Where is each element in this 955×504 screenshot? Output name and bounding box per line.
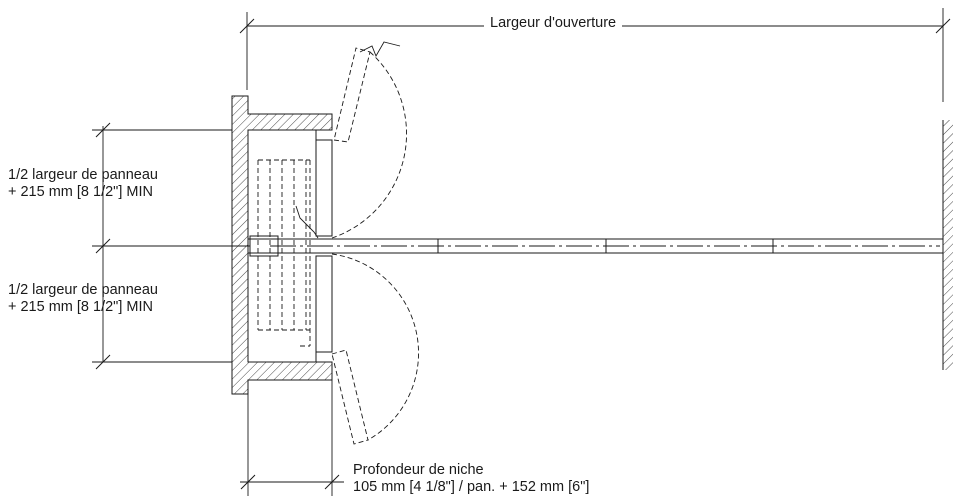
half-panel-top-label: 1/2 largeur de panneau + 215 mm [8 1/2"]… <box>8 167 158 201</box>
niche-depth-line1: Profondeur de niche <box>353 462 484 478</box>
niche-depth-dimension <box>240 380 344 496</box>
door-posts <box>315 130 333 362</box>
right-wall <box>942 120 953 370</box>
niche-depth-line2: 105 mm [4 1/8"] / pan. + 152 mm [6"] <box>353 479 590 495</box>
half-panel-top-line2: + 215 mm [8 1/2"] MIN <box>8 184 153 200</box>
half-panel-bottom-label: 1/2 largeur de panneau + 215 mm [8 1/2"]… <box>8 282 158 316</box>
half-panel-bottom-line1: 1/2 largeur de panneau <box>8 282 158 298</box>
niche-depth-label: Profondeur de niche 105 mm [4 1/8"] / pa… <box>353 462 589 496</box>
opening-width-label: Largeur d'ouverture <box>484 15 623 32</box>
half-panel-bottom-line2: + 215 mm [8 1/2"] MIN <box>8 299 153 315</box>
panel-track <box>247 235 944 257</box>
half-panel-top-line1: 1/2 largeur de panneau <box>8 167 158 183</box>
bottom-swing-door <box>331 253 419 445</box>
top-swing-door <box>295 41 407 239</box>
half-panel-dimension <box>92 122 250 370</box>
